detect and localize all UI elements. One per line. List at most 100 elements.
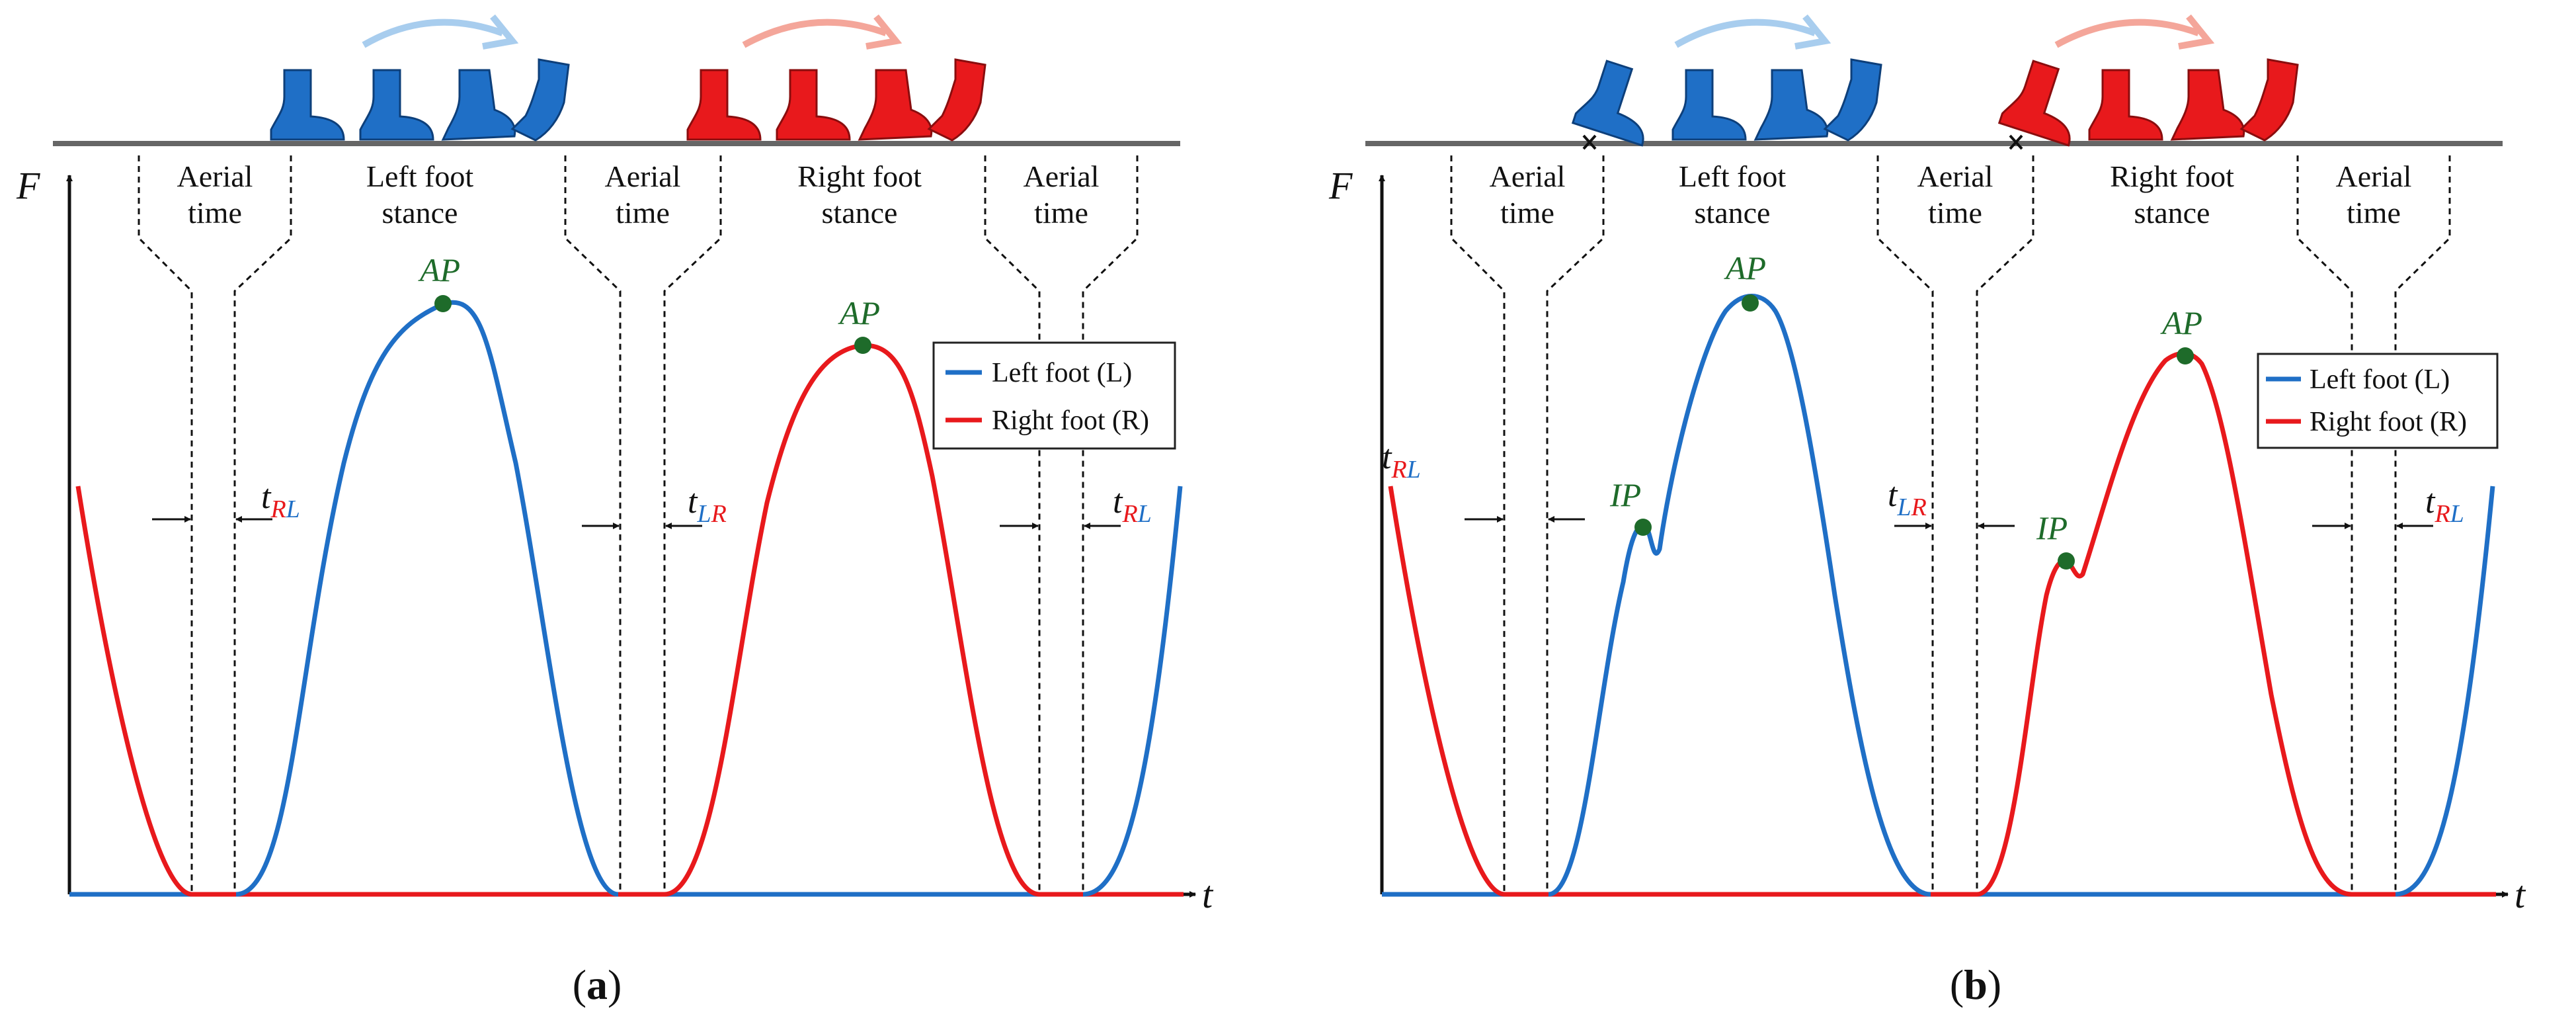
- panel-letter: b: [1964, 961, 1988, 1008]
- phase-funnel-aerial: [1450, 155, 1605, 894]
- active-peak-marker: [1742, 294, 1759, 312]
- phase-label-line: stance: [822, 196, 898, 230]
- phase-label-line: time: [1928, 196, 1982, 230]
- curved-arrow-icon: [362, 19, 504, 48]
- foot-icon: [441, 69, 516, 141]
- foot-icon: [2170, 69, 2245, 141]
- y-axis-label: F: [16, 164, 40, 207]
- phase-label-line: time: [1034, 196, 1088, 230]
- x-axis-label: t: [1202, 873, 1214, 916]
- active-peak-marker: [434, 295, 452, 312]
- active-peak-marker: [2177, 347, 2194, 364]
- foot-icon: [686, 69, 762, 141]
- foot-icon: [510, 58, 570, 142]
- impact-peak-label: IP: [2036, 509, 2068, 546]
- foot-icon: [1753, 69, 1829, 141]
- phase-funnel-aerial: [984, 155, 1139, 894]
- sub-l: L: [696, 500, 711, 528]
- right-foot-curve: [1388, 486, 1505, 897]
- sub-l: L: [286, 495, 300, 523]
- t-letter: t: [1113, 483, 1123, 521]
- curved-arrow-icon: [1794, 14, 1831, 50]
- t-letter: t: [1888, 476, 1898, 514]
- sub-r: R: [270, 495, 286, 523]
- phase-label-line: stance: [1695, 196, 1771, 230]
- contact-cross-icon: [2009, 134, 2023, 150]
- phase-funnel-aerial: [2296, 155, 2451, 894]
- t-letter: t: [261, 478, 272, 516]
- sub-r: R: [1390, 456, 1406, 484]
- phase-label-line: stance: [2134, 196, 2210, 230]
- sub-l: L: [1896, 493, 1911, 521]
- interval-label-trl: tRL: [261, 478, 300, 523]
- legend-label-left: Left foot (L): [2310, 364, 2450, 395]
- right-foot-sequence: [1997, 14, 2299, 150]
- curved-arrow-icon: [482, 14, 519, 50]
- panel-caption-a: (a): [573, 961, 622, 1008]
- left-foot-sequence: [270, 14, 570, 142]
- impact-peak-marker: [1634, 519, 1652, 536]
- legend-label-left: Left foot (L): [992, 358, 1132, 388]
- active-peak-label: AP: [838, 294, 880, 331]
- left-foot-curve: [1548, 294, 1931, 897]
- active-peak-label: AP: [2160, 304, 2202, 341]
- active-peak-marker: [854, 337, 871, 354]
- interval-label-trl: tRL: [1113, 483, 1152, 528]
- foot-icon: [927, 58, 986, 142]
- left-foot-curve: [2395, 486, 2495, 897]
- foot-icon: [1823, 58, 1882, 142]
- legend-box: [932, 341, 1176, 450]
- sub-l: L: [1406, 456, 1421, 484]
- interval-label-trl: tRL: [2425, 483, 2464, 528]
- panel-caption-b: (b): [1950, 961, 2001, 1008]
- sub-l: L: [2450, 500, 2464, 528]
- left-foot-curve: [235, 300, 619, 897]
- phase-label-line: Aerial: [1024, 159, 1100, 193]
- x-axis-label: t: [2515, 873, 2526, 916]
- foot-icon: [2239, 58, 2299, 142]
- foot-icon: [776, 69, 851, 141]
- t-letter: t: [688, 483, 698, 521]
- active-peak-label: AP: [1724, 249, 1766, 286]
- left-foot-curve: [1082, 486, 1183, 897]
- curved-arrow-icon: [865, 14, 903, 50]
- foot-icon: [1997, 60, 2071, 147]
- phase-label-line: Right foot: [797, 159, 922, 193]
- sub-r: R: [1121, 500, 1137, 528]
- foot-icon: [1671, 69, 1747, 141]
- curved-arrow-icon: [2178, 14, 2215, 50]
- y-axis-label: F: [1328, 164, 1353, 207]
- phase-funnel-aerial: [138, 155, 292, 894]
- contact-cross-icon: [1582, 134, 1597, 150]
- curved-arrow-icon: [2054, 19, 2200, 48]
- right-foot-sequence: [686, 14, 986, 142]
- legend: Left foot (L) Right foot (R): [932, 341, 1176, 450]
- legend-label-right: Right foot (R): [2310, 407, 2467, 437]
- phase-label-line: Aerial: [2336, 159, 2412, 193]
- interval-label-tlr: tLR: [1888, 476, 1927, 521]
- phase-label-line: time: [2347, 196, 2401, 230]
- left-foot-sequence: [1571, 14, 1882, 150]
- sub-l: L: [1137, 500, 1152, 528]
- phase-funnel-aerial: [564, 155, 722, 894]
- phase-label-line: Aerial: [1490, 159, 1566, 193]
- impact-peak-marker: [2058, 552, 2075, 570]
- foot-icon: [1571, 60, 1644, 147]
- foot-icon: [359, 69, 434, 141]
- legend: Left foot (L) Right foot (R): [2257, 353, 2499, 449]
- phase-label-line: Left foot: [366, 159, 473, 193]
- right-foot-curve: [75, 486, 192, 897]
- interval-label-tlr: tLR: [688, 483, 727, 528]
- legend-box: [2257, 353, 2499, 449]
- t-letter: t: [2425, 483, 2436, 521]
